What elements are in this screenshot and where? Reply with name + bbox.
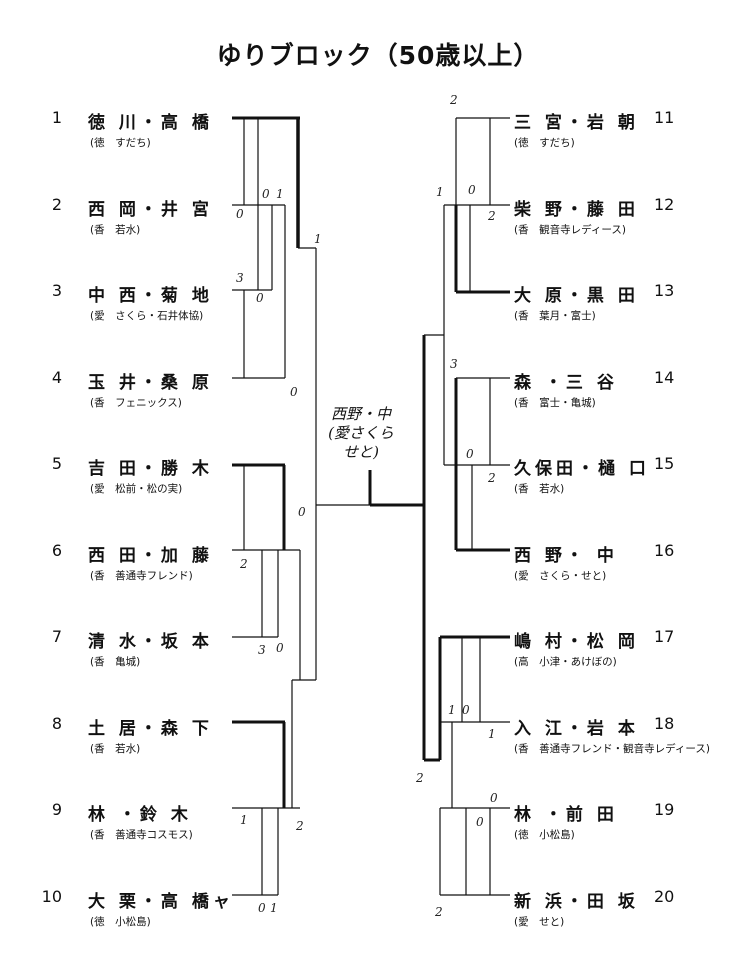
team-number: 18 xyxy=(654,713,675,733)
score-mark: 2 xyxy=(487,209,496,223)
score-mark: 3 xyxy=(236,271,244,285)
team-number: 17 xyxy=(654,627,675,646)
team-number: 2 xyxy=(51,194,62,214)
score-mark: 2 xyxy=(415,771,424,785)
page-title: ゆりブロック（50歳以上） xyxy=(216,41,540,70)
score-mark: 0 xyxy=(262,187,270,201)
team-affiliation: (香 若水) xyxy=(514,483,565,495)
team-player-names: 久保田・樋 口 xyxy=(514,459,650,479)
team-player-names: 西 田・加 藤 xyxy=(88,545,213,566)
score-mark: 1 xyxy=(448,703,456,717)
team-player-names: 玉 井・桑 原 xyxy=(88,372,213,393)
score-mark: 1 xyxy=(270,901,278,915)
team-number: 9 xyxy=(51,800,62,819)
score-mark: 0 xyxy=(298,505,306,519)
score-mark: 0 xyxy=(258,901,266,915)
score-mark: 0 xyxy=(468,183,476,197)
team-player-names: 清 水・坂 本 xyxy=(88,632,213,652)
score-mark: 0 xyxy=(462,703,470,717)
team-player-names: 西 野・ 中 xyxy=(514,545,618,566)
score-mark: 1 xyxy=(488,727,496,741)
score-mark: 2 xyxy=(449,93,458,107)
team-affiliation: (香 善通寺フレンド・観音寺レディース) xyxy=(514,742,710,755)
team-affiliation: (徳 すだち) xyxy=(514,137,575,149)
score-mark: 1 xyxy=(436,185,444,199)
team-affiliation: (愛 せと) xyxy=(514,915,565,928)
team-affiliation: (香 善通寺フレンド) xyxy=(90,569,193,582)
team-affiliation: (香 若水) xyxy=(90,223,141,236)
winner-note-line: (愛さくら xyxy=(328,424,394,442)
score-mark: 0 xyxy=(276,641,284,655)
team-player-names: 柴 野・藤 田 xyxy=(514,199,639,220)
team-affiliation: (香 善通寺コスモス) xyxy=(90,829,193,841)
team-number: 13 xyxy=(654,281,675,300)
score-mark: 0 xyxy=(466,447,474,461)
team-player-names: 中 西・菊 地 xyxy=(88,286,213,306)
team-affiliation: (香 若水) xyxy=(90,742,141,755)
score-mark: 0 xyxy=(236,207,244,221)
score-mark: 0 xyxy=(290,385,298,399)
team-number: 5 xyxy=(51,454,62,473)
team-number: 10 xyxy=(41,886,62,906)
score-mark: 2 xyxy=(295,819,304,833)
winner-note-line: 西野・中 xyxy=(330,405,391,423)
team-number: 8 xyxy=(51,713,62,733)
team-player-names: 森 ・三 谷 xyxy=(514,372,618,393)
team-affiliation: (香 フェニックス) xyxy=(90,396,182,409)
score-mark: 2 xyxy=(434,905,443,919)
team-affiliation: (香 富士・亀城) xyxy=(514,396,596,409)
team-player-names: 新 浜・田 坂 xyxy=(514,891,639,912)
team-player-names: 大 原・黒 田 xyxy=(514,286,639,306)
team-affiliation: (香 観音寺レディース) xyxy=(514,223,626,236)
team-player-names: 西 岡・井 宮 xyxy=(88,199,213,220)
team-number: 14 xyxy=(654,367,675,387)
score-mark: 2 xyxy=(487,471,496,485)
team-number: 16 xyxy=(654,540,675,560)
team-affiliation: (愛 松前・松の実) xyxy=(90,483,183,495)
team-player-names: 入 江・岩 本 xyxy=(514,718,639,739)
team-number: 6 xyxy=(51,540,62,560)
team-player-names: 林 ・前 田 xyxy=(514,805,618,825)
team-affiliation: (香 亀城) xyxy=(90,656,141,668)
team-number: 19 xyxy=(654,800,675,819)
team-affiliation: (徳 小松島) xyxy=(514,829,575,841)
team-number: 12 xyxy=(654,194,675,214)
team-number: 15 xyxy=(654,454,675,473)
team-player-names: 林 ・鈴 木 xyxy=(88,805,192,825)
team-affiliation: (愛 さくら・石井体協) xyxy=(90,310,204,322)
bracket-lines xyxy=(232,116,510,896)
team-affiliation: (高 小津・あけぼの) xyxy=(514,656,617,668)
team-player-names: 土 居・森 下 xyxy=(88,718,213,739)
team-number: 3 xyxy=(51,281,62,300)
team-number: 4 xyxy=(51,367,62,387)
team-player-names: 大 栗・高 橋ャ xyxy=(88,891,234,912)
score-mark: 1 xyxy=(240,813,248,827)
team-number: 7 xyxy=(51,627,62,646)
score-mark: 2 xyxy=(239,557,248,571)
score-marks: 0 0 1 1 3 0 0 2 3 0 0 2 1 0 1 2 1 0 2 3 … xyxy=(236,93,498,919)
team-affiliation: (徳 小松島) xyxy=(90,915,151,928)
team-number: 20 xyxy=(654,886,675,906)
team-number: 1 xyxy=(51,108,62,127)
score-mark: 1 xyxy=(276,187,284,201)
winner-note: 西野・中 (愛さくら せと) xyxy=(316,405,406,462)
score-mark: 0 xyxy=(256,291,264,305)
team-player-names: 嶋 村・松 岡 xyxy=(514,632,639,652)
team-affiliation: (徳 すだち) xyxy=(90,137,151,149)
team-player-names: 吉 田・勝 木 xyxy=(88,459,213,479)
team-number: 11 xyxy=(654,108,675,127)
team-player-names: 徳 川・高 橋 xyxy=(88,113,213,133)
team-affiliation: (愛 さくら・せと) xyxy=(514,569,607,582)
team-player-names: 三 宮・岩 朝 xyxy=(514,113,639,133)
score-mark: 0 xyxy=(476,815,484,829)
score-mark: 3 xyxy=(450,357,458,371)
score-mark: 3 xyxy=(258,643,266,657)
team-affiliation: (香 葉月・富士) xyxy=(514,310,596,322)
score-mark: 0 xyxy=(490,791,498,805)
winner-note-line: せと) xyxy=(343,443,379,461)
score-mark: 1 xyxy=(314,232,322,246)
